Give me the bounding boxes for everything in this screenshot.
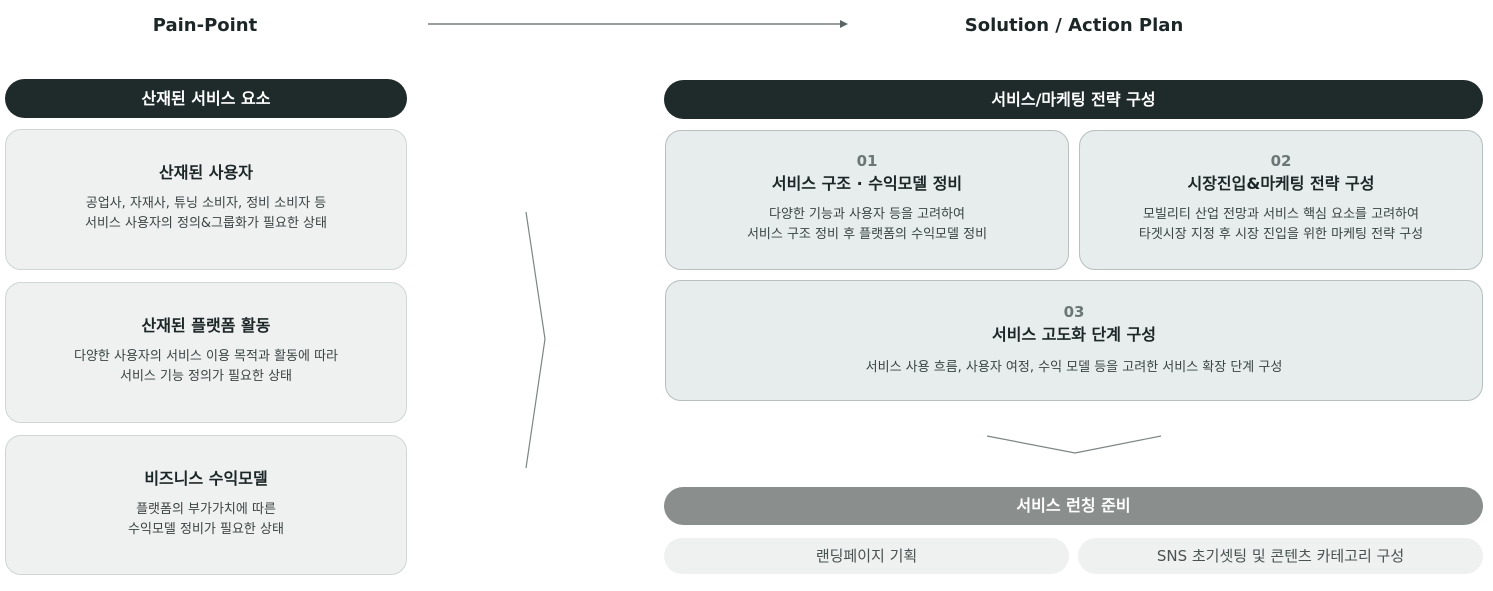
solution-heading: Solution / Action Plan [964,15,1184,36]
card-title: 산재된 사용자 [159,163,253,182]
card-title: 서비스 고도화 단계 구성 [992,325,1156,344]
card-desc: 플랫폼의 부가가치에 따른 수익모델 정비가 필요한 상태 [128,502,284,537]
launch-item-sns-setup: SNS 초기셋팅 및 콘텐츠 카테고리 구성 [1078,538,1483,574]
right-chevron-icon [525,211,546,469]
solution-card-01: 01 서비스 구조 · 수익모델 정비 다양한 기능과 사용자 등을 고려하여 … [665,130,1069,270]
pain-card-platform: 산재된 플랫폼 활동 다양한 사용자의 서비스 이용 목적과 활동에 따라 서비… [5,282,407,423]
solution-card-02: 02 시장진입&마케팅 전략 구성 모빌리티 산업 전망과 서비스 핵심 요소를… [1079,130,1483,270]
card-title: 비즈니스 수익모델 [144,469,268,488]
card-title: 시장진입&마케팅 전략 구성 [1187,174,1375,193]
solution-card-03: 03 서비스 고도화 단계 구성 서비스 사용 흐름, 사용자 여정, 수익 모… [665,280,1483,401]
launch-item-landing-page: 랜딩페이지 기획 [664,538,1069,574]
card-title: 산재된 플랫폼 활동 [141,316,271,335]
card-desc: 모빌리티 산업 전망과 서비스 핵심 요소를 고려하여 타겟시장 지정 후 시장… [1138,207,1424,242]
card-number: 02 [1270,152,1292,170]
pain-card-business: 비즈니스 수익모델 플랫폼의 부가가치에 따른 수익모델 정비가 필요한 상태 [5,435,407,575]
card-desc: 공업사, 자재사, 튜닝 소비자, 정비 소비자 등 서비스 사용자의 정의&그… [85,196,327,231]
top-arrow-icon [428,20,848,28]
down-chevron-icon [986,435,1162,454]
pain-card-users: 산재된 사용자 공업사, 자재사, 튜닝 소비자, 정비 소비자 등 서비스 사… [5,129,407,270]
card-number: 03 [1063,303,1085,321]
card-title: 서비스 구조 · 수익모델 정비 [771,174,963,193]
launch-prep-bar: 서비스 런칭 준비 [664,487,1483,525]
scattered-elements-bar: 산재된 서비스 요소 [5,79,407,118]
strategy-bar: 서비스/마케팅 전략 구성 [664,80,1483,119]
card-desc: 다양한 기능과 사용자 등을 고려하여 서비스 구조 정비 후 플랫폼의 수익모… [746,207,988,242]
card-number: 01 [856,152,878,170]
pain-point-heading: Pain-Point [152,15,258,36]
card-desc: 다양한 사용자의 서비스 이용 목적과 활동에 따라 서비스 기능 정의가 필요… [74,349,338,384]
card-desc: 서비스 사용 흐름, 사용자 여정, 수익 모델 등을 고려한 서비스 확장 단… [865,360,1283,375]
